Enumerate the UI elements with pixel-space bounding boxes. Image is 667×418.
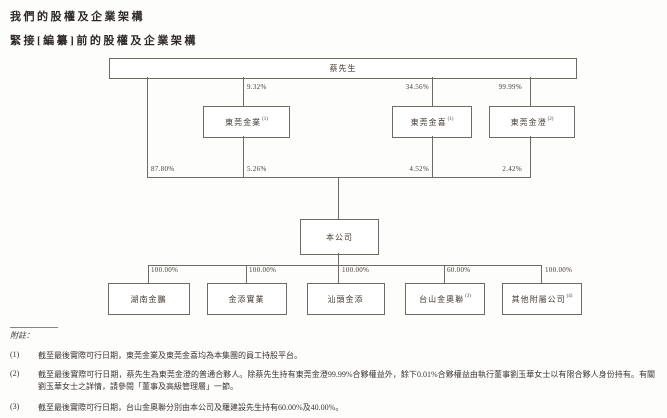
note-marker: (3) [10,402,20,411]
node-label: 其他附屬公司 [511,294,566,304]
ownership-label: 100.00% [151,266,179,274]
note-ref: (2) [547,116,554,122]
note-ref: (1) [262,116,268,122]
ownership-label: 99.99% [498,83,522,91]
note-text: 截至最後實際可行日期，台山金奧聯分別由本公司及羅建設先生持有60.00%及40.… [38,403,344,412]
node-label: 蔡先生 [329,64,357,73]
notes-divider [10,327,58,328]
note-text: 截至最後實際可行日期，東莞金業及東莞金喜均為本集團的員工持股平台。 [38,351,302,360]
connector-jinxi-to-company [432,136,433,177]
node-label: 金添實業 [228,294,265,304]
node-dongguan-jinye: 東莞金業(1) [203,106,290,138]
note-ref: (1) [447,116,454,122]
node-jintian-industrial: 金添實業 [207,283,287,315]
connector-top-to-jincheng [530,77,531,106]
connector-company-down [338,253,339,283]
connector-top-to-jinye [243,77,244,106]
node-shantou-jintian: 汕頭金添 [307,283,385,315]
page-subtitle: 緊接[編纂]前的股權及企業架構 [10,35,198,47]
node-label: 台山金奧聯 [419,294,465,304]
connector-to-sub-1 [148,265,149,283]
page-title: 我們的股權及企業架構 [10,11,145,23]
node-label: 東莞金業 [225,117,262,127]
node-label: 本公司 [326,232,353,242]
node-other-subsidiaries: 其他附屬公司(4) [502,283,582,315]
node-the-company: 本公司 [300,219,379,255]
note-ref: (3) [465,293,471,299]
node-label: 東莞金喜 [410,117,447,127]
ownership-label: 100.00% [342,266,370,274]
note-marker: (2) [10,369,20,378]
connector-to-sub-5 [541,265,542,283]
note-item: (1) 截至最後實際可行日期，東莞金業及東莞金喜均為本集團的員工持股平台。 [10,350,655,362]
node-dongguan-jinxi: 東莞金喜(1) [392,106,472,138]
connector-jinye-to-company [243,136,244,177]
node-mr-cai: 蔡先生 [109,58,577,79]
node-hunan-jinpeng: 湖南金鵬 [108,283,190,315]
ownership-label: 100.00% [249,266,277,274]
ownership-label: 4.52% [409,165,429,173]
connector-bus-top [147,177,531,178]
node-label: 汕頭金添 [327,294,364,304]
connector-bus-to-company [338,177,339,219]
connector-to-sub-2 [246,265,247,283]
connector-top-to-jinxi [432,77,433,106]
connector-to-sub-4 [444,265,445,283]
ownership-label: 2.42% [502,165,522,173]
note-ref: (4) [566,293,573,299]
ownership-label: 60.00% [447,266,471,274]
connector-jincheng-to-company [530,136,531,177]
ownership-label: 34.56% [405,83,429,91]
notes-heading: 附註： [10,331,34,340]
connector-direct [147,77,148,177]
connector-bus-bottom [148,265,542,266]
node-label: 湖南金鵬 [130,294,167,304]
ownership-label: 5.26% [247,165,267,173]
ownership-label: 100.00% [545,266,573,274]
note-item: (2) 截至最後實際可行日期，蔡先生為東莞金澄的普通合夥人。除蔡先生持有東莞金澄… [10,369,655,392]
note-text: 截至最後實際可行日期，蔡先生為東莞金澄的普通合夥人。除蔡先生持有東莞金澄99.9… [38,370,655,391]
ownership-label: 87.80% [151,165,175,173]
ownership-label: 9.32% [247,83,267,91]
node-taishan-jinaolian: 台山金奧聯(3) [405,283,485,315]
node-dongguan-jincheng: 東莞金澄(2) [489,106,575,138]
note-item: (3) 截至最後實際可行日期，台山金奧聯分別由本公司及羅建設先生持有60.00%… [10,402,655,414]
node-label: 東莞金澄 [510,117,547,127]
note-marker: (1) [10,350,20,359]
